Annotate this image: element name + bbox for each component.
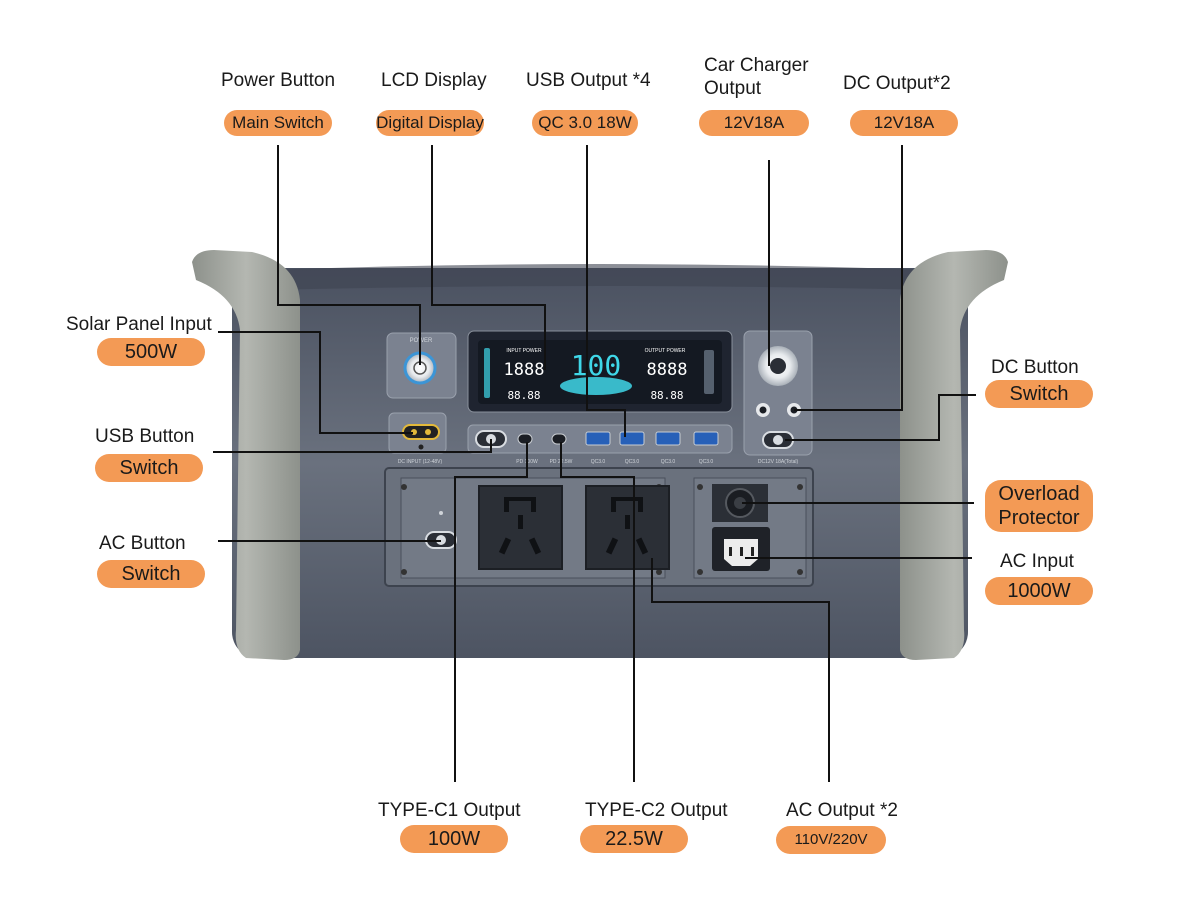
power-button-spec: Main Switch: [224, 110, 332, 136]
usb-port-1[interactable]: [585, 431, 611, 446]
typec2-spec: 22.5W: [580, 825, 688, 853]
port-label: QC3.0: [699, 459, 714, 465]
typec2-title: TYPE-C2 Output: [585, 800, 728, 821]
usb-output-spec: QC 3.0 18W: [532, 110, 638, 136]
overload-line1: Overload: [998, 483, 1080, 505]
usb-port-2[interactable]: [619, 431, 645, 446]
usb-port-4[interactable]: [693, 431, 719, 446]
usb-button-spec: Switch: [95, 454, 203, 482]
usb-port-3[interactable]: [655, 431, 681, 446]
car-charger-spec: 12V18A: [699, 110, 809, 136]
dc-button-title: DC Button: [991, 357, 1079, 378]
type-c2-port[interactable]: [551, 433, 567, 445]
solar-input-title: Solar Panel Input: [66, 314, 212, 335]
power-panel-label: POWER: [410, 338, 433, 344]
port-label: QC3.0: [661, 459, 676, 465]
overload-line2: Protector: [998, 507, 1080, 529]
lcd-output-power-label: OUTPUT POWER: [645, 348, 686, 354]
left-bumper: [192, 250, 300, 660]
ac-button-spec: Switch: [97, 560, 205, 588]
type-c1-port[interactable]: [517, 433, 533, 445]
lcd-display-spec: Digital Display: [376, 110, 484, 136]
dc-output-title: DC Output*2: [843, 73, 951, 94]
overload-protector-label: Overload Protector: [985, 480, 1093, 532]
power-button-title: Power Button: [221, 70, 336, 91]
lcd-time-right: 88.88: [650, 389, 683, 402]
ac-input-title: AC Input: [1000, 551, 1074, 572]
car-charger-title-line1: Car Charger: [704, 55, 809, 76]
solar-input-spec: 500W: [97, 338, 205, 366]
lcd-time-left: 88.88: [507, 389, 540, 402]
ac-output-title: AC Output *2: [786, 800, 898, 821]
ac-button-title: AC Button: [99, 533, 186, 554]
leader-lines: [213, 145, 976, 782]
typec1-spec: 100W: [400, 825, 508, 853]
dc-panel-label: DC12V 18A(Total): [758, 459, 799, 465]
ac-input-spec: 1000W: [985, 577, 1093, 605]
usb-button-title: USB Button: [95, 426, 195, 447]
lcd-output-value: 8888: [647, 360, 688, 380]
usb-output-title: USB Output *4: [526, 70, 651, 91]
dc-button-spec: Switch: [985, 380, 1093, 408]
ac-output-spec: 110V/220V: [776, 826, 886, 854]
car-charger-title-line2: Output: [704, 78, 762, 99]
dc-output-spec: 12V18A: [850, 110, 958, 136]
lcd-display-title: LCD Display: [381, 70, 487, 91]
lcd-input-power-label: INPUT POWER: [506, 348, 542, 354]
lcd-battery-percent: 100: [571, 349, 622, 382]
lcd-input-value: 1888: [504, 360, 545, 380]
port-label: QC3.0: [591, 459, 606, 465]
port-label: QC3.0: [625, 459, 640, 465]
typec1-title: TYPE-C1 Output: [378, 800, 521, 821]
dc-input-label: DC INPUT (12-48V): [398, 459, 443, 465]
